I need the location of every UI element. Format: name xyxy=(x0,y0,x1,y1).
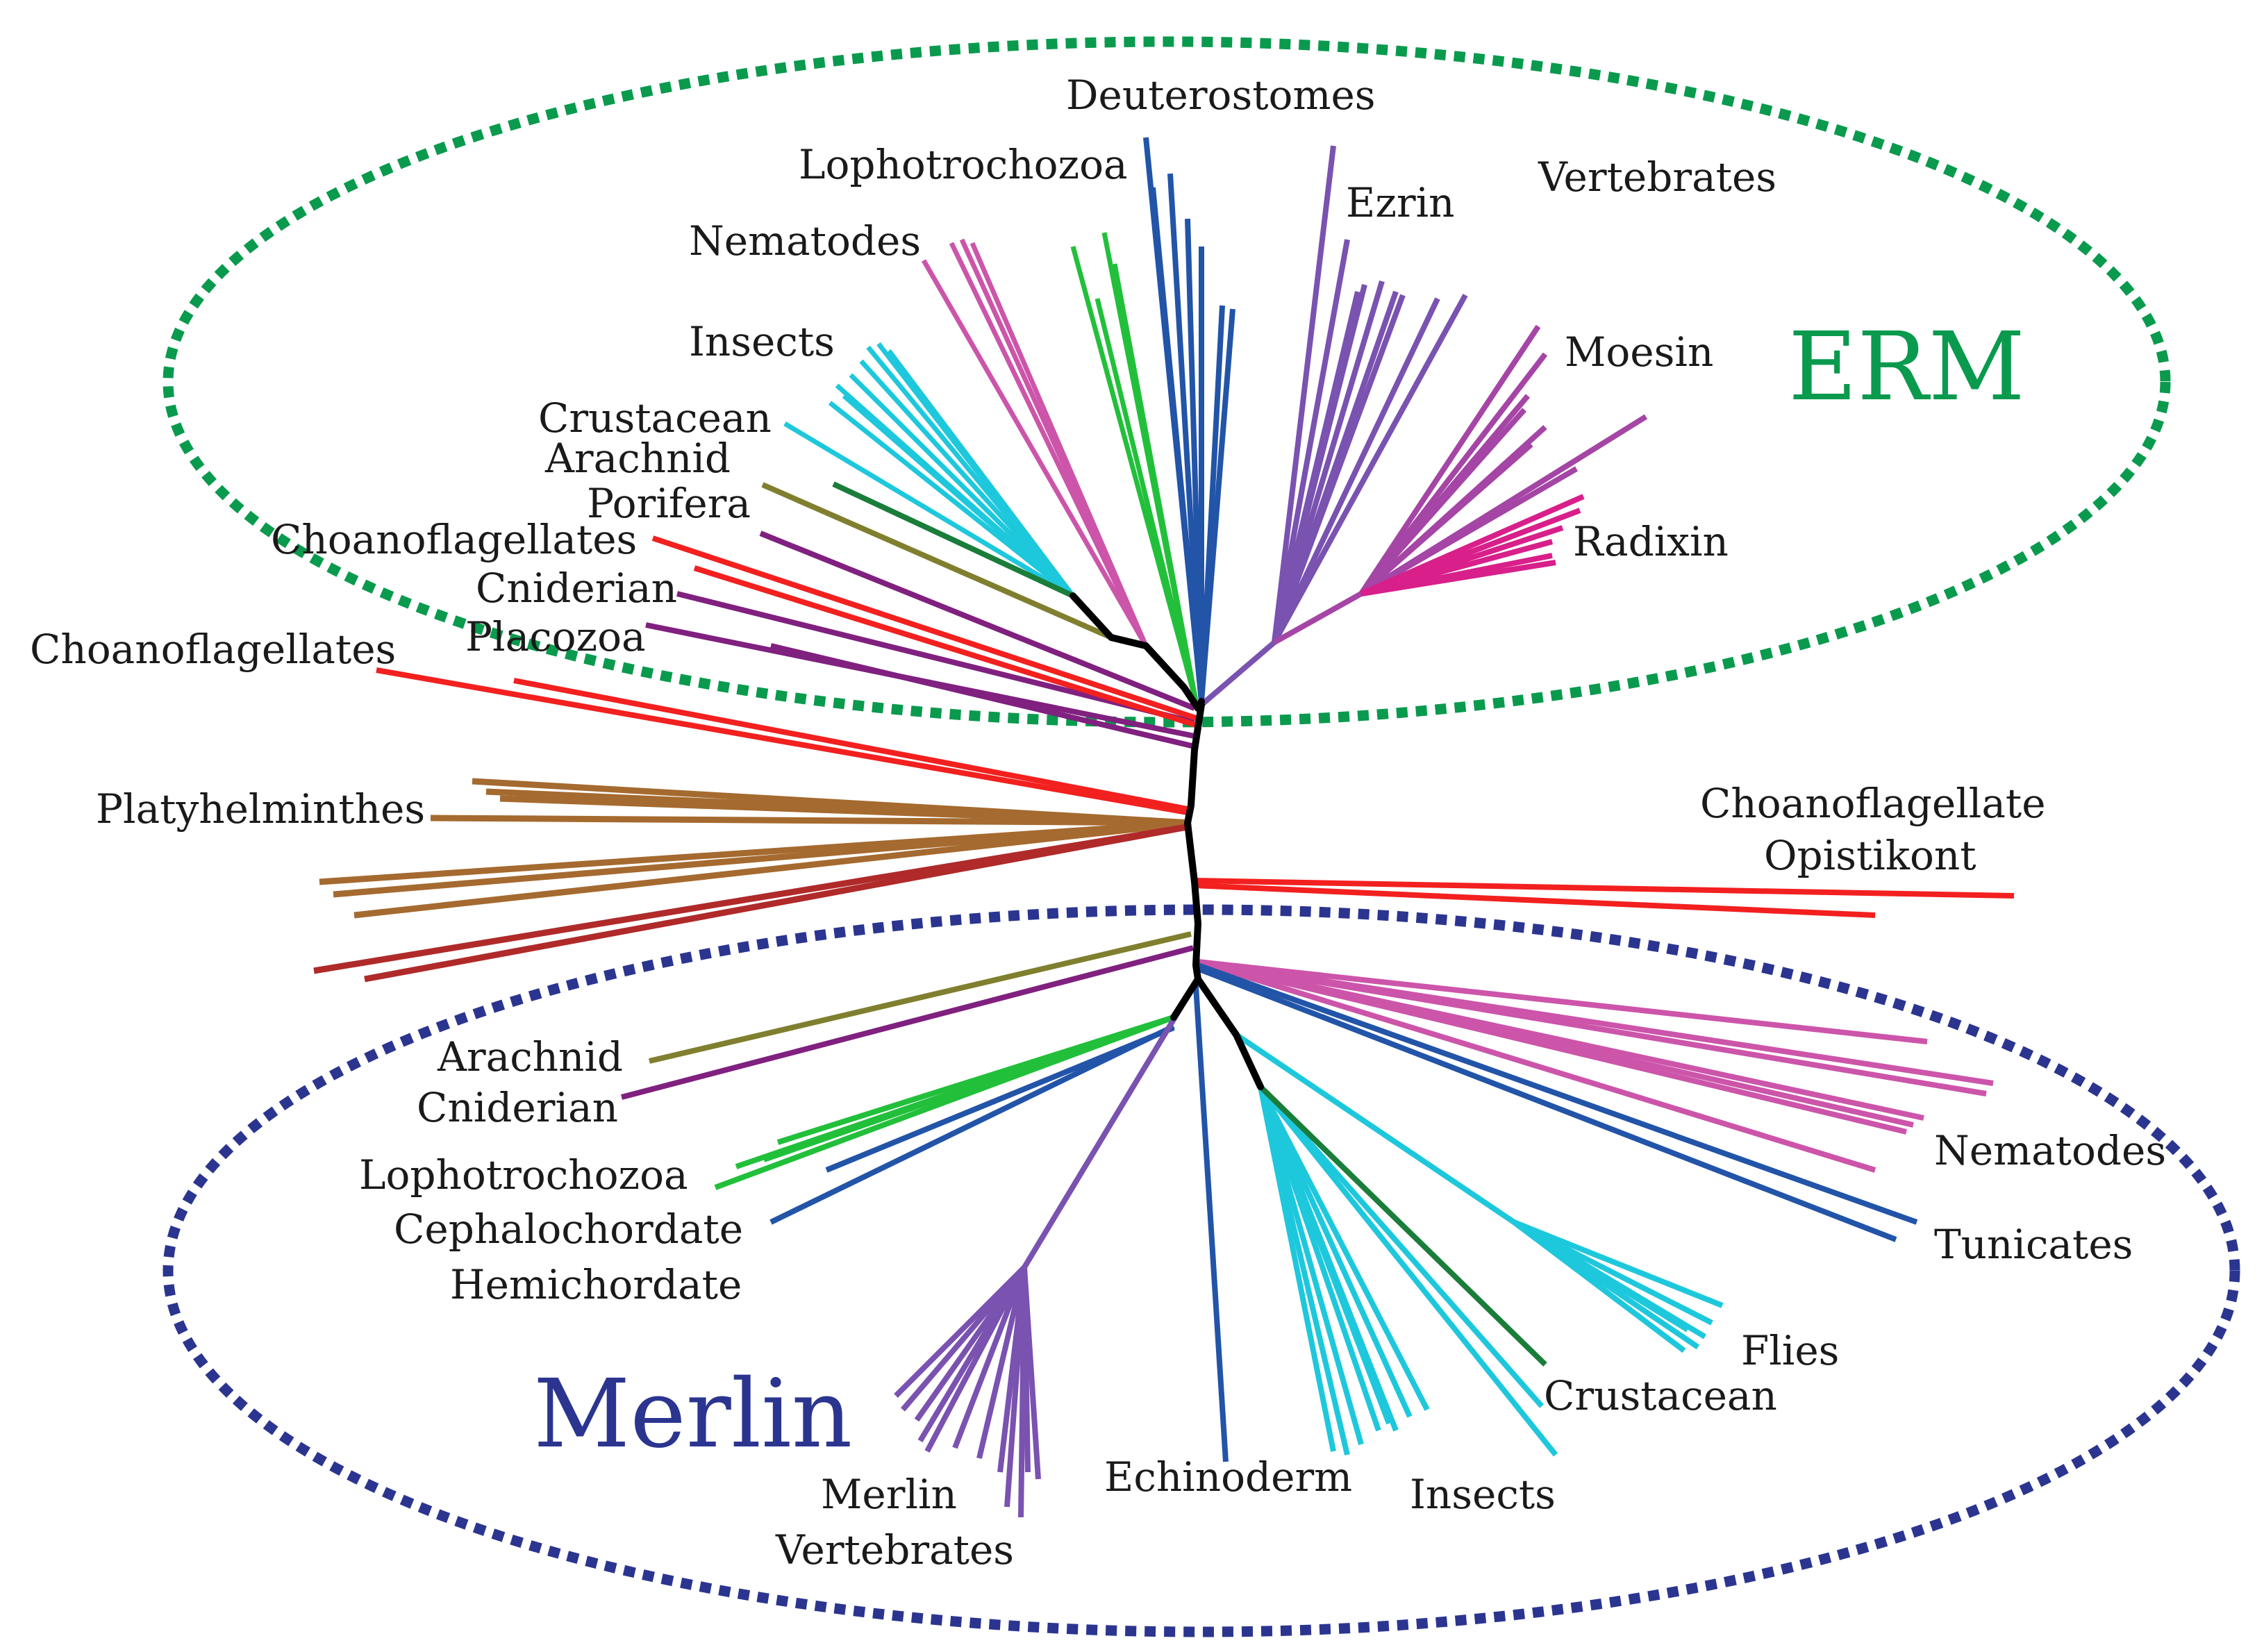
label-nematodes-top: Nematodes xyxy=(689,217,921,265)
label-lophotrochozoa-bottom: Lophotrochozoa xyxy=(359,1151,688,1199)
label-vertebrates-bottom: Vertebrates xyxy=(775,1526,1014,1574)
label-vertebrates-top: Vertebrates xyxy=(1538,153,1776,201)
cniderian-placozoa-porifera-branches xyxy=(645,531,1196,749)
label-porifera: Porifera xyxy=(587,480,751,527)
label-choanoflagellates-2: Choanoflagellates xyxy=(30,626,396,673)
label-choanoflagellate: Choanoflagellate xyxy=(1700,780,2046,827)
label-cniderian-bottom: Cniderian xyxy=(417,1084,618,1131)
crustacean-bottom-branch xyxy=(1258,1085,1547,1367)
cephalochordate-hemichordate-branches xyxy=(769,1024,1175,1225)
label-arachnid-bottom: Arachnid xyxy=(437,1033,623,1081)
label-merlin-clade: Merlin xyxy=(821,1471,957,1518)
flies-clade xyxy=(1234,1032,1724,1353)
deuterostomes-clade xyxy=(1143,137,1235,702)
platyhelminthes-clade xyxy=(319,778,1192,919)
label-cniderian-top: Cniderian xyxy=(476,565,677,612)
crustacean-top-branch xyxy=(832,481,1074,599)
merlin-vertebrates-clade xyxy=(894,977,1201,1518)
ezrin-clade xyxy=(1199,145,1468,708)
tunicates-branches xyxy=(1197,962,1918,1242)
label-lophotrochozoa-top: Lophotrochozoa xyxy=(799,141,1128,188)
label-echinoderm: Echinoderm xyxy=(1104,1453,1352,1501)
nematodes-bottom-clade xyxy=(1197,959,1994,1173)
choanoflagellates-top-branches xyxy=(376,535,1199,815)
cniderian-bottom-branch xyxy=(620,945,1195,1100)
label-cephalochordate: Cephalochordate xyxy=(394,1205,743,1253)
nematodes-top-clade xyxy=(921,238,1149,647)
platyhelminthes-dark-clade xyxy=(313,823,1192,983)
label-choanoflagellates-1: Choanoflagellates xyxy=(271,516,637,563)
arachnid-top-branch xyxy=(761,482,1113,640)
label-platyhelminthes: Platyhelminthes xyxy=(96,785,425,833)
label-insects-bottom: Insects xyxy=(1410,1471,1556,1518)
insects-bottom-clade xyxy=(1258,1085,1558,1457)
erm-group-ellipse xyxy=(163,36,2171,728)
moesin-clade xyxy=(1273,324,1648,645)
label-placozoa: Placozoa xyxy=(465,613,646,660)
label-moesin: Moesin xyxy=(1565,328,1713,376)
lophotrochozoa-top-clade xyxy=(1070,232,1199,702)
label-tunicates: Tunicates xyxy=(1934,1221,2133,1268)
label-arachnid-top: Arachnid xyxy=(544,435,731,482)
label-flies: Flies xyxy=(1741,1327,1839,1374)
merlin-group-ellipse xyxy=(163,904,2240,1637)
label-opistikont: Opistikont xyxy=(1764,832,1976,879)
lophotrochozoa-bottom-clade xyxy=(714,1015,1175,1190)
label-crustacean-top: Crustacean xyxy=(538,394,772,442)
label-hemichordate: Hemichordate xyxy=(450,1261,742,1308)
label-radixin: Radixin xyxy=(1573,518,1729,565)
label-insects-top: Insects xyxy=(689,318,835,365)
group-title-erm: ERM xyxy=(1788,312,2025,422)
opistikont-branches xyxy=(1192,878,2015,918)
radixin-clade xyxy=(1360,494,1585,596)
group-title-merlin: Merlin xyxy=(533,1360,852,1469)
tree-backbone xyxy=(1069,592,1264,1090)
label-nematodes-bottom: Nematodes xyxy=(1934,1127,2166,1174)
label-deuterostomes: Deuterostomes xyxy=(1066,72,1376,119)
label-crustacean-bottom: Crustacean xyxy=(1544,1372,1777,1419)
insects-top-clade xyxy=(783,342,1075,599)
label-ezrin: Ezrin xyxy=(1346,179,1455,226)
arachnid-bottom-branch xyxy=(649,931,1192,1064)
echinoderm-branch xyxy=(1193,985,1229,1462)
